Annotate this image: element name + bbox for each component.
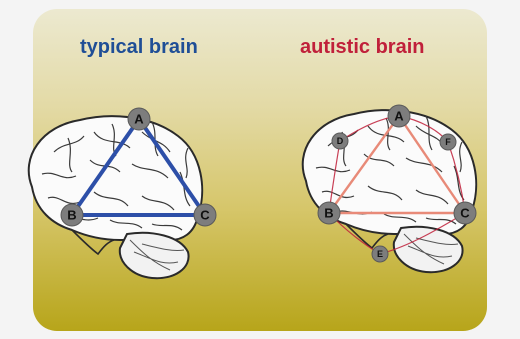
autistic-node-b: B xyxy=(318,202,340,224)
autistic-node-a-label: A xyxy=(394,109,404,124)
typical-node-b: B xyxy=(61,204,83,226)
autistic-node-e-label: E xyxy=(377,249,383,259)
autistic-node-a: A xyxy=(388,105,410,127)
autistic-node-b-label: B xyxy=(324,206,333,221)
autistic-node-f-label: F xyxy=(445,137,451,147)
typical-node-c-label: C xyxy=(200,208,210,223)
typical-brain-image xyxy=(29,116,202,278)
autistic-node-f: F xyxy=(440,134,456,150)
autistic-node-d: D xyxy=(332,133,348,149)
typical-node-b-label: B xyxy=(67,208,76,223)
autistic-node-c-label: C xyxy=(460,206,470,221)
autistic-node-d-label: D xyxy=(337,136,344,146)
autistic-node-c: C xyxy=(454,202,476,224)
typical-node-c: C xyxy=(194,204,216,226)
typical-node-a: A xyxy=(128,108,150,130)
typical-node-a-label: A xyxy=(134,112,144,127)
autistic-node-e: E xyxy=(372,246,388,262)
